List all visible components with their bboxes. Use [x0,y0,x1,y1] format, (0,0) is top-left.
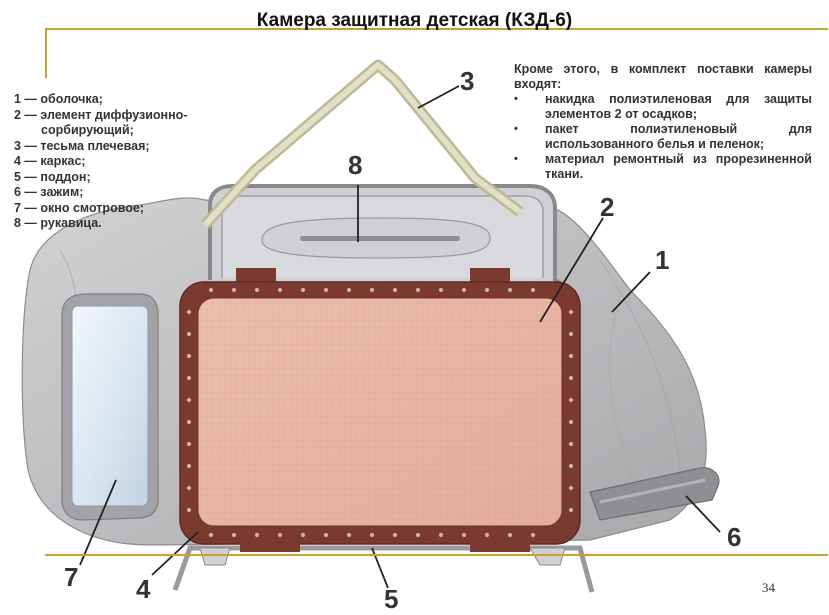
rivet [186,485,192,491]
page-number: 34 [762,580,775,595]
rivet [346,287,352,293]
rivet [461,287,467,293]
rivet [530,287,536,293]
rivet [392,532,398,538]
kit-item: материал ремонтный из прорезиненной ткан… [514,152,812,182]
legend-item-2: 2 — элемент диффузионно- [14,107,188,122]
kit-intro: Кроме этого, в комплект поставки камеры … [514,62,812,91]
accent-line-bottom [45,554,828,556]
kit-item: пакет полиэтиленовый для использованного… [514,122,812,152]
page-title: Камера защитная детская (КЗД-6) [256,10,573,31]
rivet [186,397,192,403]
legend-item-7: 7 — окно смотровое; [14,200,144,215]
rivet [568,397,574,403]
rivet [568,463,574,469]
rivet [568,309,574,315]
rivet [461,532,467,538]
rivet [369,287,375,293]
rivet [530,532,536,538]
accent-line-left [45,28,47,78]
rivet [346,532,352,538]
rivet [568,331,574,337]
rivet [186,375,192,381]
rivet [208,287,214,293]
legend-item-4: 4 — каркас; [14,154,86,168]
callout-7: 7 [64,562,79,592]
rivet [300,532,306,538]
callout-6: 6 [727,522,742,552]
legend: 1 — оболочка; 2 — элемент диффузионно- с… [14,92,214,232]
legend-item-6: 6 — зажим; [14,185,84,199]
rivet [568,353,574,359]
callout-1: 1 [655,245,670,275]
rivet [208,532,214,538]
rivet [568,419,574,425]
kit-contents: Кроме этого, в комплект поставки камеры … [514,62,812,182]
rivet [186,331,192,337]
rivet [300,287,306,293]
rivet [254,287,260,293]
rivet [277,287,283,293]
rivet [507,532,513,538]
rivet [323,532,329,538]
rivet [186,463,192,469]
rivet [186,353,192,359]
legend-item-5: 5 — поддон; [14,169,91,184]
rivet [438,287,444,293]
leader-lines [79,85,721,589]
legend-item-8: 8 — рукавица. [14,216,102,230]
rivet [392,287,398,293]
rivet [186,441,192,447]
rivet [415,532,421,538]
rivet [323,287,329,293]
rivet [568,507,574,513]
rivet [568,485,574,491]
rivet [231,532,237,538]
rivet [484,287,490,293]
callout-2: 2 [600,192,615,222]
accent-line-top [45,28,828,30]
rivet [568,375,574,381]
callout-3: 3 [460,66,475,96]
observation-window [71,305,149,507]
legend-item-3: 3 — тесьма плечевая; [14,138,150,153]
frame-rivets [186,287,574,538]
rivet [369,532,375,538]
rivet [277,532,283,538]
rivet [438,532,444,538]
rivet [254,532,260,538]
rivet [186,309,192,315]
rivet [568,441,574,447]
rivet [484,532,490,538]
rivet [186,507,192,513]
clamp [589,467,720,521]
rivet [415,287,421,293]
legend-item-2-continuation: сорбирующий; [41,123,134,137]
kit-item: накидка полиэтиленовая для защиты элемен… [514,92,812,122]
legend-item-1: 1 — оболочка; [14,92,103,106]
rivet [507,287,513,293]
kit-list: накидка полиэтиленовая для защиты элемен… [514,92,812,182]
callout-5: 5 [384,584,399,614]
callout-8: 8 [348,150,363,180]
rivet [186,419,192,425]
callout-4: 4 [136,574,151,604]
rivet [231,287,237,293]
frame-bottom [172,545,595,593]
